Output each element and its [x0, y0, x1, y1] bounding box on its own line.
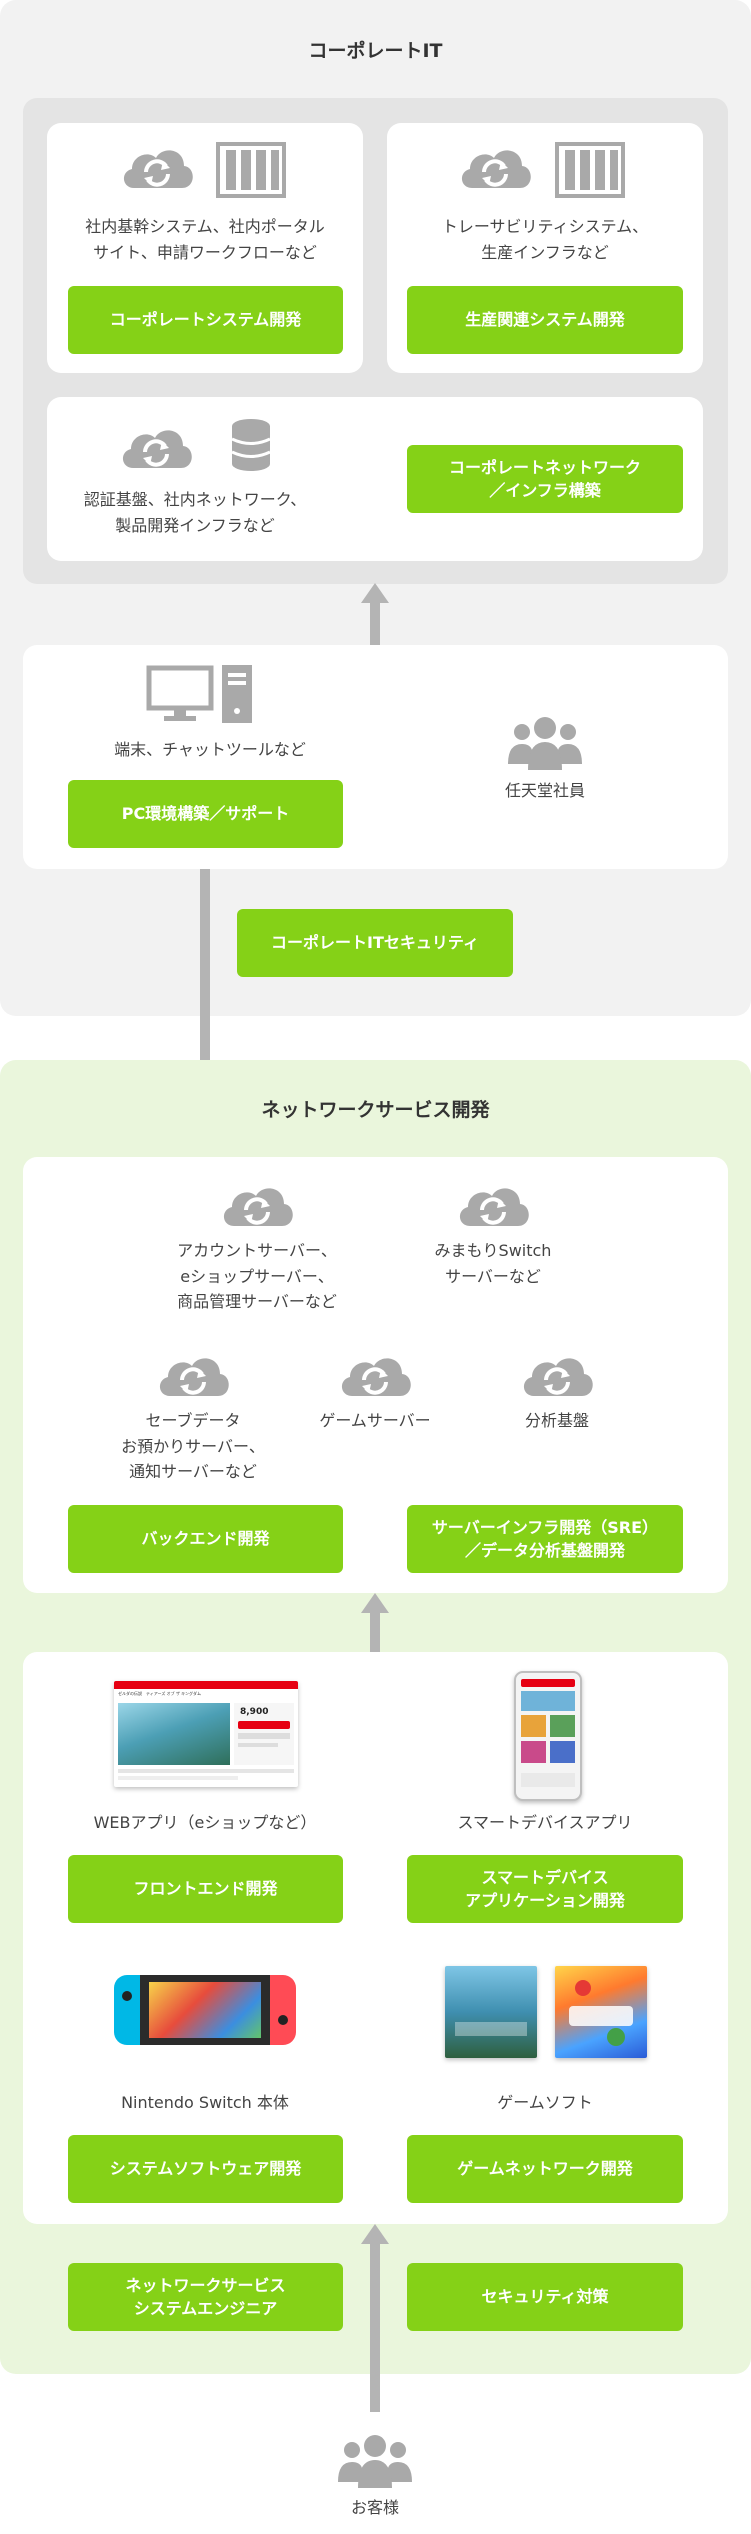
eshop-product-title: ゼルダの伝説 ティアーズ オブ ザ キングダム	[118, 1691, 202, 1696]
corporate-system-description: 社内基幹システム、社内ポータル サイト、申請ワークフローなど	[85, 217, 325, 262]
game-software-label: ゲームソフト	[497, 2093, 593, 2112]
switch-console-label: Nintendo Switch 本体	[121, 2093, 289, 2112]
database-icon	[230, 418, 272, 472]
network-system-engineer-button[interactable]: ネットワークサービス システムエンジニア	[68, 2263, 343, 2331]
system-software-dev-button[interactable]: システムソフトウェア開発	[68, 2135, 343, 2203]
nintendo-switch-image	[114, 1975, 296, 2045]
arrow-up-icon	[361, 583, 389, 603]
corporate-it-security-button[interactable]: コーポレートITセキュリティ	[237, 909, 513, 977]
arrow-line	[370, 600, 380, 645]
cloud-sync-icon	[456, 142, 534, 192]
cloud-sync-icon	[336, 1350, 414, 1400]
cloud-sync-icon	[154, 1350, 232, 1400]
zelda-game-box-art	[445, 1966, 537, 2058]
production-system-description: トレーサビリティシステム、 生産インフラなど	[441, 217, 649, 262]
mario-game-box-art	[555, 1966, 647, 2058]
web-app-label: WEBアプリ（eショップなど）	[93, 1813, 317, 1832]
production-system-dev-button[interactable]: 生産関連システム開発	[407, 286, 683, 354]
parental-control-server-description: みまもりSwitch サーバーなど	[434, 1241, 552, 1286]
arrow-up-icon	[361, 2224, 389, 2244]
save-data-server-description: セーブデータ お預かりサーバー、 通知サーバーなど	[121, 1411, 265, 1482]
corporate-it-title: コーポレートIT	[308, 40, 443, 62]
eshop-price: 8,900	[240, 1707, 269, 1717]
server-infra-dev-button[interactable]: サーバーインフラ開発（SRE） ／データ分析基盤開発	[407, 1505, 683, 1573]
arrow-line	[370, 1610, 380, 1652]
arrow-line	[200, 869, 210, 1143]
customers-label: お客様	[350, 2498, 399, 2517]
smart-device-label: スマートデバイスアプリ	[457, 1813, 633, 1832]
people-group-icon	[338, 2434, 412, 2488]
game-server-description: ゲームサーバー	[319, 1411, 431, 1430]
game-network-dev-button[interactable]: ゲームネットワーク開発	[407, 2135, 683, 2203]
frontend-dev-button[interactable]: フロントエンド開発	[68, 1855, 343, 1923]
cloud-sync-icon	[518, 1350, 596, 1400]
smart-device-dev-button[interactable]: スマートデバイス アプリケーション開発	[407, 1855, 683, 1923]
cloud-sync-icon	[117, 422, 195, 472]
server-rack-icon	[555, 142, 625, 198]
cloud-sync-icon	[218, 1180, 296, 1230]
people-group-icon	[508, 716, 582, 770]
employees-label: 任天堂社員	[504, 781, 585, 800]
server-rack-icon	[216, 142, 286, 198]
backend-dev-button[interactable]: バックエンド開発	[68, 1505, 343, 1573]
smartphone-image	[514, 1671, 582, 1801]
network-infra-build-button[interactable]: コーポレートネットワーク ／インフラ構築	[407, 445, 683, 513]
network-infra-description: 認証基盤、社内ネットワーク、 製品開発インフラなど	[83, 490, 307, 535]
arrow-up-icon	[361, 1593, 389, 1613]
analytics-platform-description: 分析基盤	[524, 1411, 589, 1430]
arrow-line	[370, 2242, 380, 2412]
corporate-system-dev-button[interactable]: コーポレートシステム開発	[68, 286, 343, 354]
network-service-title: ネットワークサービス開発	[261, 1099, 490, 1121]
desktop-pc-icon	[146, 665, 256, 723]
eshop-web-screenshot: ゼルダの伝説 ティアーズ オブ ザ キングダム 8,900	[114, 1681, 298, 1787]
account-server-description: アカウントサーバー、 eショップサーバー、 商品管理サーバーなど	[177, 1241, 337, 1312]
security-measures-button[interactable]: セキュリティ対策	[407, 2263, 683, 2331]
cloud-sync-icon	[454, 1180, 532, 1230]
pc-description: 端末、チャットツールなど	[114, 740, 306, 759]
cloud-sync-icon	[118, 142, 196, 192]
pc-support-button[interactable]: PC環境構築／サポート	[68, 780, 343, 848]
